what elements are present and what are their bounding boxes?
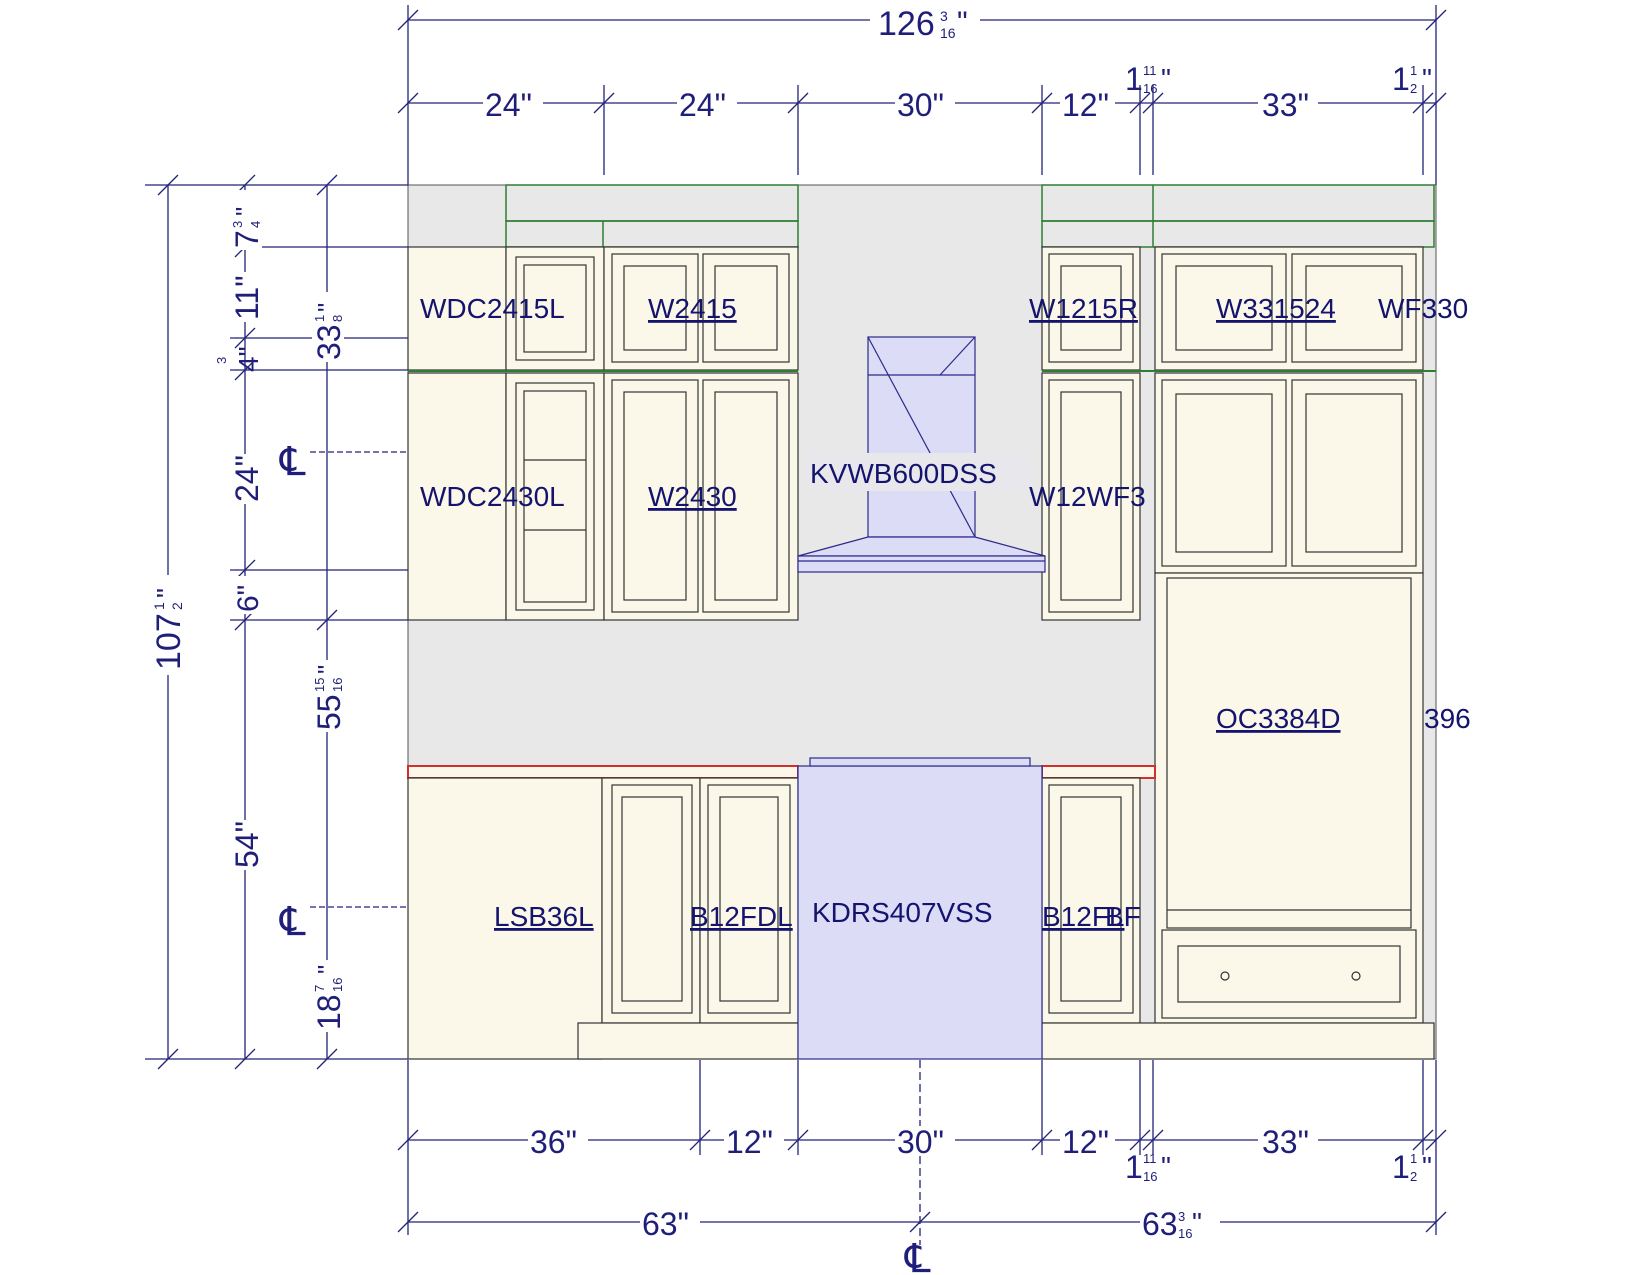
top-dimension-labels: 24" 24" 30" 12" 1 11 16 " 33" 1 1 2 " [483, 61, 1432, 123]
bottom-dim-4: 12" [1062, 1124, 1109, 1160]
top-dim-2: 24" [679, 87, 726, 123]
mid-dim-num: 15 [312, 678, 327, 692]
upper-small-dim: 11" [229, 275, 265, 320]
overall-width-den: 16 [940, 25, 956, 41]
base-dim-den: 16 [330, 978, 345, 992]
svg-text:": " [1422, 63, 1432, 94]
crown-dim-den: 4 [248, 221, 263, 228]
bottom-end-gap: 1 [1392, 1149, 1410, 1185]
label-w1215r: W1215R [1029, 293, 1138, 324]
mid-dim-den: 16 [330, 678, 345, 692]
bottom-wide: 33" [1262, 1124, 1309, 1160]
top-small-gap-den: 16 [1143, 81, 1157, 96]
bottom-dimension-labels: 36" 12" 30" 12" 1 11 16 " 33" 1 1 2 " 63… [528, 1124, 1432, 1242]
base-dim: 18 [311, 994, 347, 1030]
top-small-gap-num: 11 [1143, 63, 1157, 78]
base-cabinets [407, 777, 1435, 1060]
label-b12fdl: B12FDL [690, 901, 793, 932]
cabinet-labels: WDC2415L W2415 W1215R W331524 WF330 WDC2… [420, 293, 1471, 932]
crown-molding [505, 184, 1435, 248]
left-detail-labels: 7 3 4 " 11" 4" 3 24" 6" 54" [214, 190, 265, 870]
label-wdc2430l: WDC2430L [420, 481, 565, 512]
crown-dim: 7 [229, 230, 265, 248]
label-b12fl: B12FL [1042, 901, 1125, 932]
countertop [407, 765, 1156, 779]
label-oc3384d: OC3384D [1216, 703, 1341, 734]
label-kvwb600dss: KVWB600DSS [810, 458, 997, 489]
oven-cabinet [1154, 572, 1424, 1024]
upper-total-dim: 33 [311, 324, 347, 360]
light-rail-dim: 6" [232, 585, 265, 612]
bottom-end-gap-num: 1 [1410, 1151, 1417, 1166]
svg-text:": " [1161, 1151, 1171, 1182]
gap-dim: 4" [233, 346, 264, 372]
overall-height-num: 1 [151, 602, 167, 610]
bottom-half-right-num: 3 [1178, 1209, 1185, 1224]
top-end-gap: 1 [1392, 61, 1410, 97]
top-small-gap: 1 [1125, 61, 1143, 97]
bottom-dim-1: 36" [530, 1124, 577, 1160]
svg-text:": " [1422, 1151, 1432, 1182]
centerline-symbols: ℄ ℄ ℄ [279, 440, 931, 1275]
svg-text:": " [1192, 1207, 1202, 1238]
bottom-dim-3: 30" [897, 1124, 944, 1160]
bottom-small-gap: 1 [1125, 1149, 1143, 1185]
upper-main-cabinets [407, 372, 1424, 621]
label-wf330: WF330 [1378, 293, 1468, 324]
label-wdc2415l: WDC2415L [420, 293, 565, 324]
svg-text:": " [312, 665, 342, 674]
crown-dim-num: 3 [230, 221, 245, 228]
overall-width-whole: 126 [878, 5, 935, 43]
label-bf: BF [1105, 901, 1141, 932]
overall-height-den: 2 [169, 602, 185, 610]
top-end-gap-num: 1 [1410, 63, 1417, 78]
mid-dim: 55 [311, 694, 347, 730]
overall-width-label: 126 3 16 " [870, 5, 980, 43]
label-kdrs407vss: KDRS407VSS [812, 897, 993, 928]
centerline-symbol-upper: ℄ [279, 440, 306, 484]
overall-height-whole: 107 [150, 613, 188, 670]
top-dim-1: 24" [485, 87, 532, 123]
label-w331524: W331524 [1216, 293, 1336, 324]
range [797, 757, 1043, 1060]
bottom-small-gap-num: 11 [1143, 1151, 1157, 1166]
svg-text:": " [151, 588, 182, 598]
label-lsb36l: LSB36L [494, 901, 594, 932]
label-w2430: W2430 [648, 481, 737, 512]
bottom-dim-2: 12" [726, 1124, 773, 1160]
gap-dim-num: 3 [214, 357, 229, 364]
inner-dimension-labels: 33 1 8 " 55 15 16 " 18 7 16 " [311, 292, 347, 1032]
svg-text:": " [957, 6, 968, 39]
bottom-half-right: 63 [1142, 1206, 1178, 1242]
centerline-symbol-lower: ℄ [279, 900, 306, 944]
svg-text:": " [1161, 63, 1171, 94]
upper-total-den: 8 [330, 315, 345, 322]
top-dim-4: 12" [1062, 87, 1109, 123]
base-dim-num: 7 [312, 985, 327, 992]
upper-total-num: 1 [312, 315, 327, 322]
centerline-symbol-bottom: ℄ [904, 1237, 931, 1275]
svg-text:": " [312, 303, 342, 312]
svg-text:": " [312, 965, 342, 974]
upper-small-cabinets [407, 246, 1424, 371]
top-wide: 33" [1262, 87, 1309, 123]
top-end-gap-den: 2 [1410, 81, 1417, 96]
label-w12wf3: W12WF3 [1029, 481, 1146, 512]
label-396: 396 [1424, 703, 1471, 734]
range-hood [797, 336, 1046, 573]
svg-text:": " [230, 207, 260, 216]
backsplash-dim: 54" [229, 821, 265, 868]
bottom-small-gap-den: 16 [1143, 1169, 1157, 1184]
bottom-half-right-den: 16 [1178, 1226, 1192, 1241]
bottom-half-left: 63" [642, 1206, 689, 1242]
top-dim-3: 30" [897, 87, 944, 123]
upper-main-dim: 24" [229, 455, 265, 502]
overall-width-num: 3 [940, 8, 948, 24]
bottom-end-gap-den: 2 [1410, 1169, 1417, 1184]
left-overall-height-label: 107 1 2 " [148, 575, 188, 675]
label-w2415: W2415 [648, 293, 737, 324]
